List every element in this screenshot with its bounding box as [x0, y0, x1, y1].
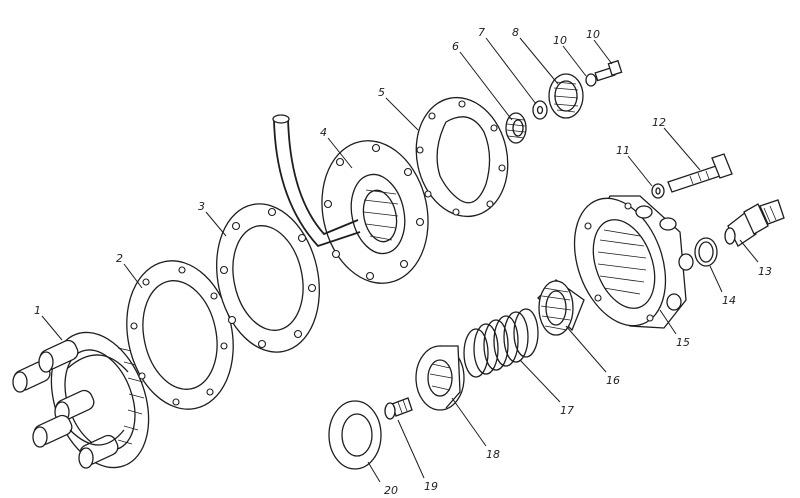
part-20-washer — [328, 400, 382, 470]
label-part-3: 3 — [198, 200, 205, 213]
label-part-15: 15 — [676, 336, 690, 349]
part-labels: 1 2 3 4 5 6 7 8 10 10 11 12 13 14 15 16 … — [34, 26, 772, 497]
leader-lines — [41, 37, 759, 483]
label-part-4: 4 — [320, 126, 327, 139]
part-7-washer — [532, 100, 548, 120]
label-part-2: 2 — [116, 252, 123, 265]
label-part-14: 14 — [722, 294, 736, 307]
label-part-12: 12 — [652, 116, 666, 129]
label-part-13: 13 — [758, 265, 772, 278]
part-18-spring-cup — [415, 345, 465, 411]
label-part-1: 1 — [34, 304, 41, 317]
part-13-union-fitting — [724, 199, 785, 247]
label-part-8: 8 — [512, 26, 519, 39]
part-10-bolt — [585, 59, 623, 87]
label-part-7: 7 — [478, 26, 485, 39]
part-5-gasket — [415, 96, 509, 218]
label-part-6: 6 — [452, 40, 459, 53]
part-14-seal-ring — [694, 237, 718, 267]
label-part-10b: 10 — [586, 28, 600, 41]
label-part-5: 5 — [378, 86, 385, 99]
label-part-10: 10 — [553, 34, 567, 47]
part-15-ring-gear-housing — [573, 195, 694, 329]
label-part-20: 20 — [384, 484, 398, 497]
part-3-gasket — [216, 203, 320, 353]
part-12-long-bolt — [667, 153, 733, 193]
label-part-18: 18 — [486, 448, 500, 461]
part-16-sun-gear — [537, 279, 585, 336]
part-11-washer — [651, 183, 665, 199]
part-1-planet-carrier — [12, 331, 150, 469]
label-part-11: 11 — [616, 144, 630, 157]
label-part-16: 16 — [606, 374, 620, 387]
part-8-gear — [548, 73, 584, 119]
part-4-flange-with-pipe — [272, 114, 429, 284]
part-17-spring — [463, 308, 539, 378]
label-part-19: 19 — [424, 480, 438, 493]
part-6-bearing — [505, 112, 527, 144]
part-2-gasket — [126, 260, 234, 410]
label-part-17: 17 — [560, 404, 574, 417]
part-19-screw — [384, 397, 413, 420]
